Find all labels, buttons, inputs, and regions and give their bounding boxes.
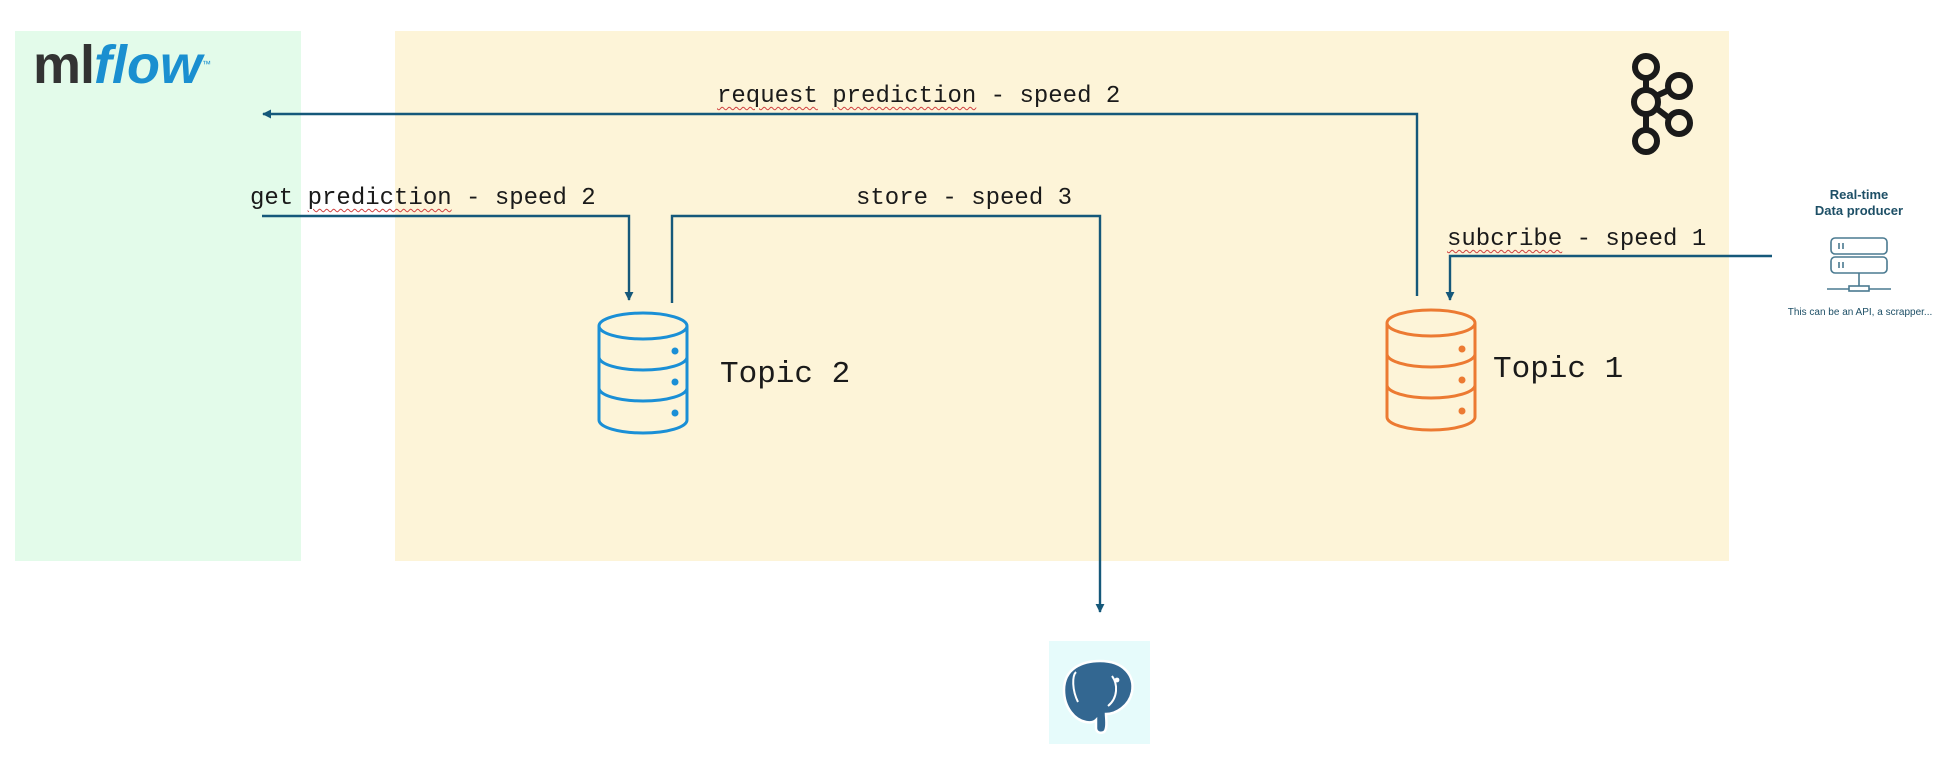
database-icon [597, 311, 689, 435]
store-label: store - speed 3 [856, 185, 1073, 212]
subscribe-arrow [1445, 254, 1772, 301]
database-icon [1385, 308, 1477, 432]
postgresql-elephant-icon [1062, 659, 1134, 735]
request-prediction-arrow [262, 109, 1419, 296]
producer-subtitle: This can be an API, a scrapper... [1787, 307, 1933, 318]
store-arrow [670, 214, 1105, 613]
topic-1-label: Topic 1 [1493, 352, 1624, 387]
kafka-icon [1631, 53, 1693, 155]
topic-2-label: Topic 2 [720, 357, 851, 392]
get-prediction-label: get prediction - speed 2 [250, 185, 596, 212]
get-prediction-arrow [262, 214, 634, 301]
kafka-panel [395, 31, 1729, 561]
mlflow-panel [15, 31, 301, 561]
request-prediction-label: request prediction - speed 2 [717, 83, 1121, 110]
server-icon [1827, 237, 1891, 292]
subscribe-label: subcribe - speed 1 [1447, 226, 1707, 253]
mlflow-logo: mlflow™ [33, 35, 212, 95]
